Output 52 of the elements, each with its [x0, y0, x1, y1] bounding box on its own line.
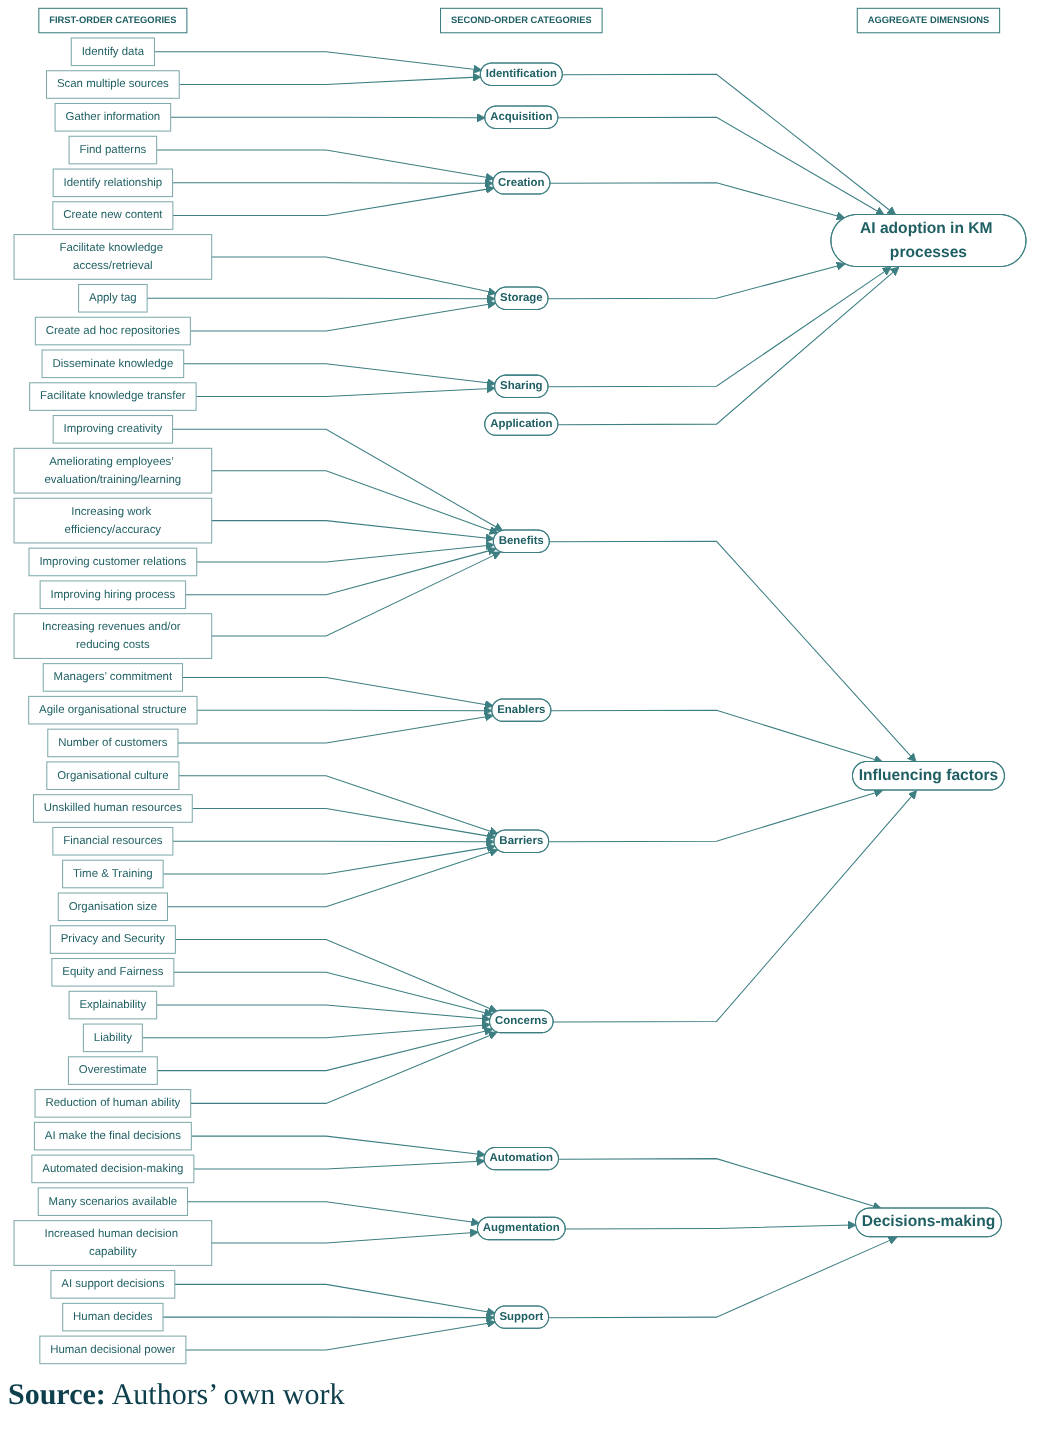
arrow: [190, 1031, 498, 1104]
arrow: [557, 116, 885, 216]
arrow: [141, 1020, 491, 1039]
arrow: [172, 184, 495, 217]
arrow: [565, 1220, 857, 1230]
arrow: [166, 848, 499, 908]
arrow: [162, 1313, 495, 1323]
arrow: [191, 807, 496, 841]
arrow: [185, 1318, 496, 1351]
arrow: [196, 706, 493, 716]
arrow: [562, 73, 897, 216]
arrow: [156, 149, 495, 182]
arrow: [162, 843, 496, 875]
arrow: [177, 712, 494, 744]
arrow: [548, 1236, 898, 1319]
arrow: [153, 51, 483, 74]
arrow: [549, 182, 846, 221]
arrow: [548, 261, 846, 300]
arrow: [558, 1158, 882, 1211]
arrow: [196, 541, 495, 563]
arrow: [548, 788, 884, 843]
arrow: [183, 363, 496, 388]
arrow: [182, 676, 494, 710]
arrow: [553, 790, 918, 1023]
arrow: [172, 837, 495, 847]
arrow: [170, 113, 486, 123]
arrow: [557, 266, 900, 426]
arrow: [185, 546, 497, 596]
arrow: [189, 299, 497, 332]
arrow: [549, 540, 917, 763]
arrow: [193, 1156, 486, 1170]
arrow: [195, 384, 496, 398]
arrow: [156, 1004, 491, 1024]
arrow: [146, 294, 496, 304]
arrow: [187, 1201, 480, 1227]
arrow: [190, 1135, 486, 1159]
arrow: [211, 520, 495, 543]
arrow: [173, 971, 494, 1018]
arrow: [178, 775, 499, 836]
arrow: [172, 178, 494, 188]
arrow: [156, 1026, 494, 1072]
arrow: [174, 939, 498, 1013]
arrow: [548, 266, 892, 388]
arrow: [211, 256, 497, 297]
arrow: [178, 72, 482, 86]
arrow: [174, 1283, 496, 1317]
arrow: [211, 470, 499, 535]
caption: Source: Authors’ own work: [8, 1380, 345, 1414]
arrow: [211, 551, 502, 637]
arrow: [211, 1228, 479, 1244]
arrow: [550, 709, 884, 764]
arrow: [172, 428, 504, 532]
